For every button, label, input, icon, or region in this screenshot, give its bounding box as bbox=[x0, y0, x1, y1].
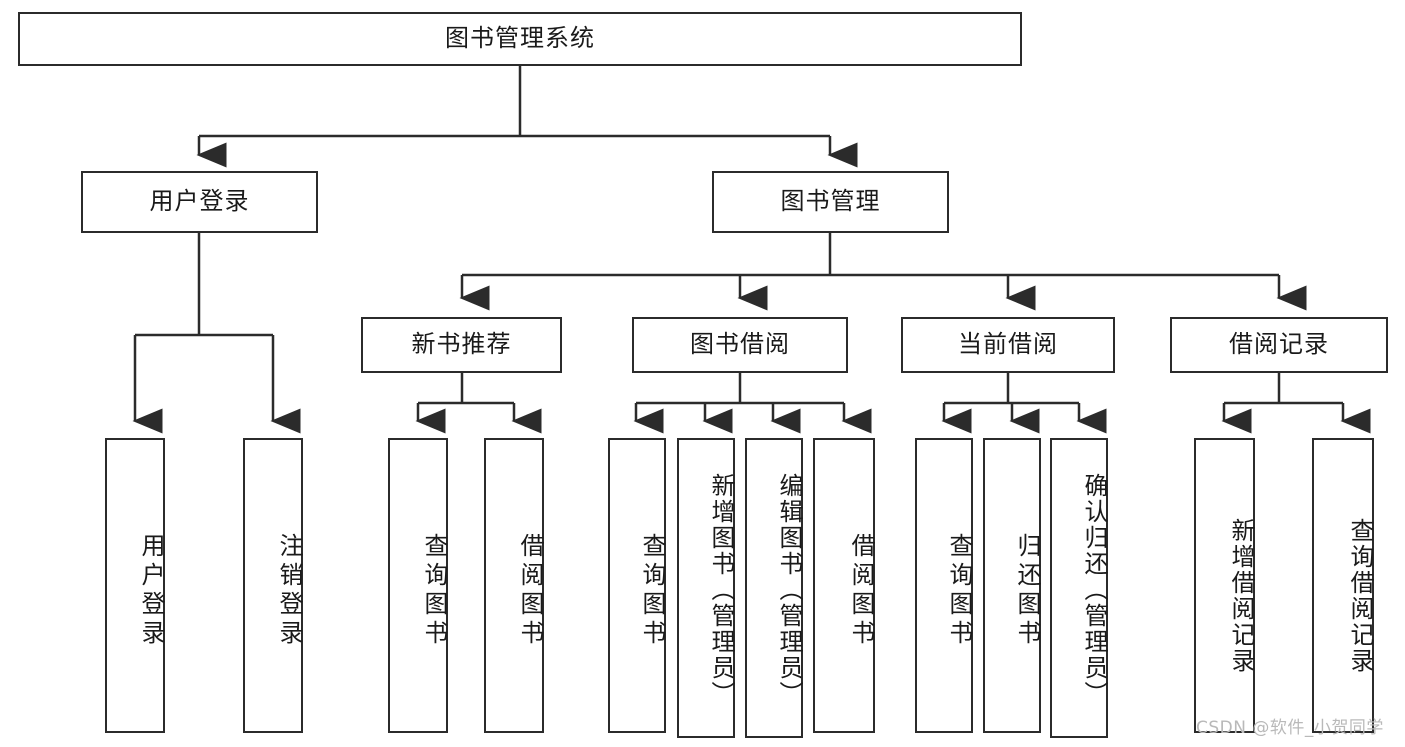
node-leaf-borrow-book-1[interactable]: 借阅图书 bbox=[484, 438, 544, 733]
node-leaf-edit-book[interactable]: 编辑图书（管理员） bbox=[745, 438, 803, 738]
node-leaf-logout-login[interactable]: 注销登录 bbox=[243, 438, 303, 733]
node-leaf-confirm-return-label: 确认归还（管理员） bbox=[1080, 473, 1108, 707]
node-new-book-recommend[interactable]: 新书推荐 bbox=[361, 317, 562, 373]
node-current-borrow-label: 当前借阅 bbox=[958, 330, 1058, 359]
node-book-manage-label: 图书管理 bbox=[780, 187, 881, 216]
node-borrow-record[interactable]: 借阅记录 bbox=[1170, 317, 1388, 373]
node-leaf-add-record-label: 新增借阅记录 bbox=[1227, 517, 1255, 674]
node-book-manage[interactable]: 图书管理 bbox=[712, 171, 949, 233]
node-book-borrow-label: 图书借阅 bbox=[690, 330, 790, 359]
node-leaf-add-book-label: 新增图书（管理员） bbox=[707, 473, 735, 707]
node-leaf-user-login-label: 用户登录 bbox=[137, 532, 165, 649]
node-current-borrow[interactable]: 当前借阅 bbox=[901, 317, 1115, 373]
node-leaf-query-book-2[interactable]: 查询图书 bbox=[608, 438, 666, 733]
node-user-login[interactable]: 用户登录 bbox=[81, 171, 318, 233]
node-leaf-query-book-1-label: 查询图书 bbox=[420, 532, 448, 649]
node-leaf-confirm-return[interactable]: 确认归还（管理员） bbox=[1050, 438, 1108, 738]
node-borrow-record-label: 借阅记录 bbox=[1229, 330, 1329, 359]
node-user-login-label: 用户登录 bbox=[149, 187, 250, 216]
node-root[interactable]: 图书管理系统 bbox=[18, 12, 1022, 66]
node-leaf-edit-book-label: 编辑图书（管理员） bbox=[775, 473, 803, 707]
node-leaf-query-book-3[interactable]: 查询图书 bbox=[915, 438, 973, 733]
node-leaf-return-book-label: 归还图书 bbox=[1013, 532, 1041, 649]
node-leaf-user-login[interactable]: 用户登录 bbox=[105, 438, 165, 733]
csdn-watermark: CSDN @软件_小贺同学 bbox=[1196, 718, 1384, 738]
node-new-book-recommend-label: 新书推荐 bbox=[411, 330, 512, 359]
node-leaf-query-book-3-label: 查询图书 bbox=[945, 532, 973, 649]
node-leaf-query-record[interactable]: 查询借阅记录 bbox=[1312, 438, 1374, 733]
node-root-label: 图书管理系统 bbox=[445, 24, 595, 53]
node-leaf-logout-login-label: 注销登录 bbox=[275, 532, 303, 649]
node-leaf-add-book[interactable]: 新增图书（管理员） bbox=[677, 438, 735, 738]
node-leaf-query-record-label: 查询借阅记录 bbox=[1346, 517, 1374, 674]
node-leaf-return-book[interactable]: 归还图书 bbox=[983, 438, 1041, 733]
node-leaf-query-book-2-label: 查询图书 bbox=[638, 532, 666, 649]
node-leaf-add-record[interactable]: 新增借阅记录 bbox=[1194, 438, 1255, 733]
node-leaf-query-book-1[interactable]: 查询图书 bbox=[388, 438, 448, 733]
node-book-borrow[interactable]: 图书借阅 bbox=[632, 317, 848, 373]
node-leaf-borrow-book-2-label: 借阅图书 bbox=[847, 532, 875, 649]
node-leaf-borrow-book-1-label: 借阅图书 bbox=[516, 532, 544, 649]
node-leaf-borrow-book-2[interactable]: 借阅图书 bbox=[813, 438, 875, 733]
